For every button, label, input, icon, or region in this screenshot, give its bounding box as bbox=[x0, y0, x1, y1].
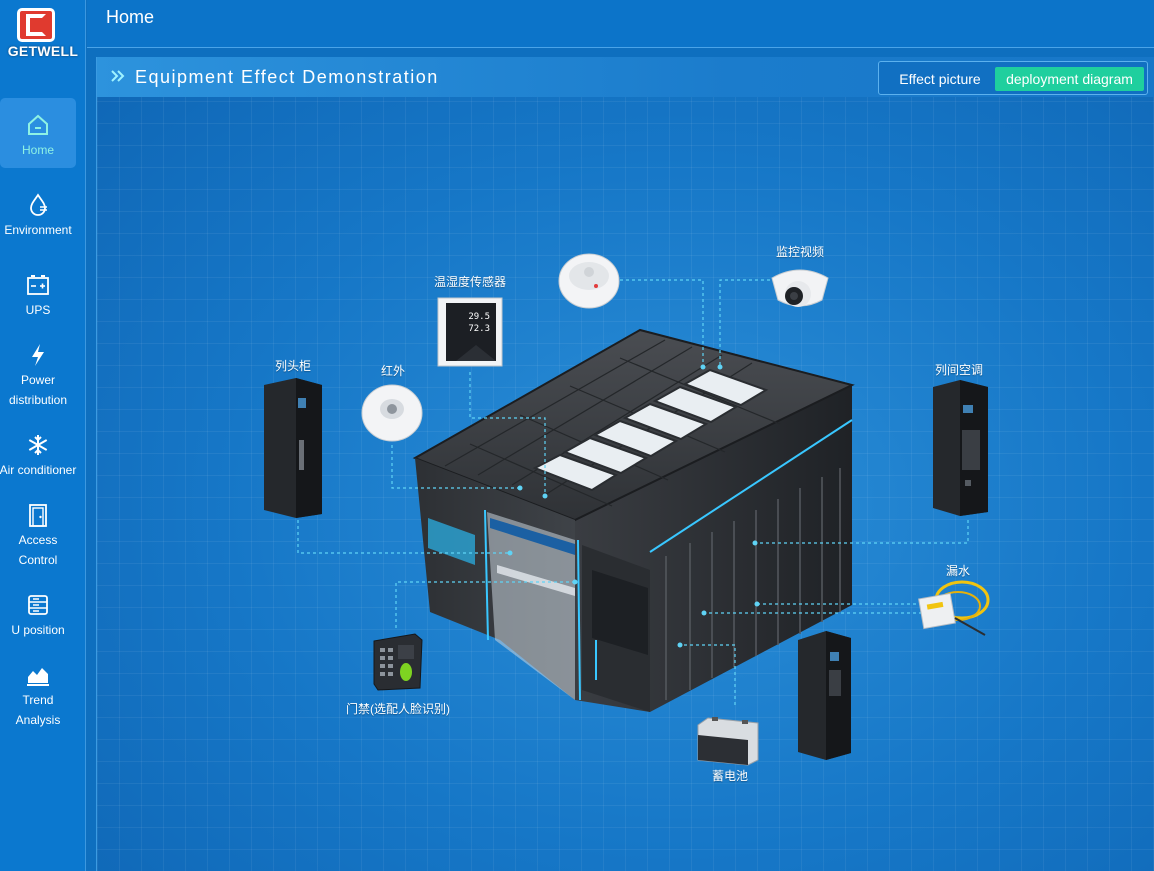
top-header: Home bbox=[87, 0, 1154, 48]
sidebar-item-label: Power distribution bbox=[8, 373, 68, 407]
panel-title: Equipment Effect Demonstration bbox=[135, 67, 439, 87]
label-temp-humidity-sensor: 温湿度传感器 bbox=[434, 275, 507, 289]
battery-device-icon[interactable] bbox=[697, 717, 759, 766]
home-icon bbox=[28, 114, 48, 135]
label-access-control: 门禁(选配人脸识别) bbox=[346, 702, 450, 716]
label-battery: 蓄电池 bbox=[712, 769, 749, 783]
inrow-ac-icon[interactable] bbox=[933, 380, 988, 516]
sensor-humidity-reading: 72.3 bbox=[468, 324, 490, 334]
area-chart-icon bbox=[27, 668, 49, 686]
sidebar-item-ups[interactable]: UPS bbox=[0, 258, 76, 328]
sidebar-item-power-distribution[interactable]: Power distribution bbox=[0, 328, 76, 412]
sidebar-item-label: Home bbox=[21, 143, 54, 157]
sidebar: GETWELL Home Environment UPS Pow bbox=[0, 0, 86, 871]
sidebar-item-access-control[interactable]: Access Control bbox=[0, 488, 76, 572]
label-infrared: 红外 bbox=[381, 364, 406, 378]
camera-icon[interactable] bbox=[771, 269, 829, 307]
logo: GETWELL bbox=[0, 0, 86, 80]
view-toggle: Effect picture deployment diagram bbox=[878, 61, 1148, 95]
lightning-icon bbox=[32, 344, 44, 366]
access-control-terminal-icon[interactable] bbox=[373, 633, 423, 691]
label-column-head-cabinet: 列头柜 bbox=[275, 359, 312, 373]
water-leak-sensor-icon[interactable] bbox=[918, 580, 990, 636]
double-chevron-right-icon bbox=[111, 70, 125, 82]
smoke-detector-icon[interactable] bbox=[558, 253, 620, 309]
battery-icon bbox=[27, 275, 49, 295]
deployment-diagram-tab[interactable]: deployment diagram bbox=[995, 67, 1144, 91]
label-water-leak: 漏水 bbox=[946, 564, 971, 578]
droplet-icon bbox=[30, 193, 47, 216]
door-icon bbox=[29, 504, 47, 527]
connector-lines bbox=[297, 279, 969, 705]
sidebar-item-u-position[interactable]: U position bbox=[0, 578, 76, 648]
sensor-temp-reading: 29.5 bbox=[468, 312, 490, 322]
sidebar-item-label: UPS bbox=[25, 303, 51, 317]
page-title: Home bbox=[106, 7, 155, 27]
label-camera: 监控视频 bbox=[776, 245, 825, 259]
micro-module-container bbox=[412, 328, 855, 712]
sidebar-item-label: Air conditioner bbox=[0, 463, 77, 477]
label-inrow-ac: 列间空调 bbox=[935, 363, 984, 377]
server-rack-icon bbox=[28, 595, 48, 615]
sidebar-item-label: Environment bbox=[4, 223, 72, 237]
sidebar-item-home[interactable]: Home bbox=[0, 98, 76, 168]
connector-dots bbox=[507, 364, 760, 648]
sidebar-item-air-conditioner[interactable]: Air conditioner bbox=[0, 418, 76, 488]
sidebar-item-environment[interactable]: Environment bbox=[0, 178, 76, 248]
infrared-sensor-icon[interactable] bbox=[361, 384, 423, 442]
rack-cabinet-icon[interactable] bbox=[798, 631, 851, 760]
logo-mark-icon bbox=[17, 8, 55, 42]
sidebar-item-label: U position bbox=[11, 623, 65, 637]
sidebar-item-label: Access Control bbox=[18, 533, 58, 567]
column-head-cabinet-icon[interactable] bbox=[264, 378, 322, 518]
panel-header: Equipment Effect Demonstration Effect pi… bbox=[97, 57, 1154, 97]
effect-picture-tab[interactable]: Effect picture bbox=[899, 71, 981, 87]
temp-humidity-sensor-icon[interactable]: 29.5 72.3 bbox=[437, 297, 503, 367]
sidebar-item-trend-analysis[interactable]: Trend Analysis bbox=[0, 648, 76, 732]
brand-name: GETWELL bbox=[7, 43, 79, 59]
snowflake-icon bbox=[28, 435, 48, 455]
sidebar-item-label: Trend Analysis bbox=[15, 693, 61, 727]
